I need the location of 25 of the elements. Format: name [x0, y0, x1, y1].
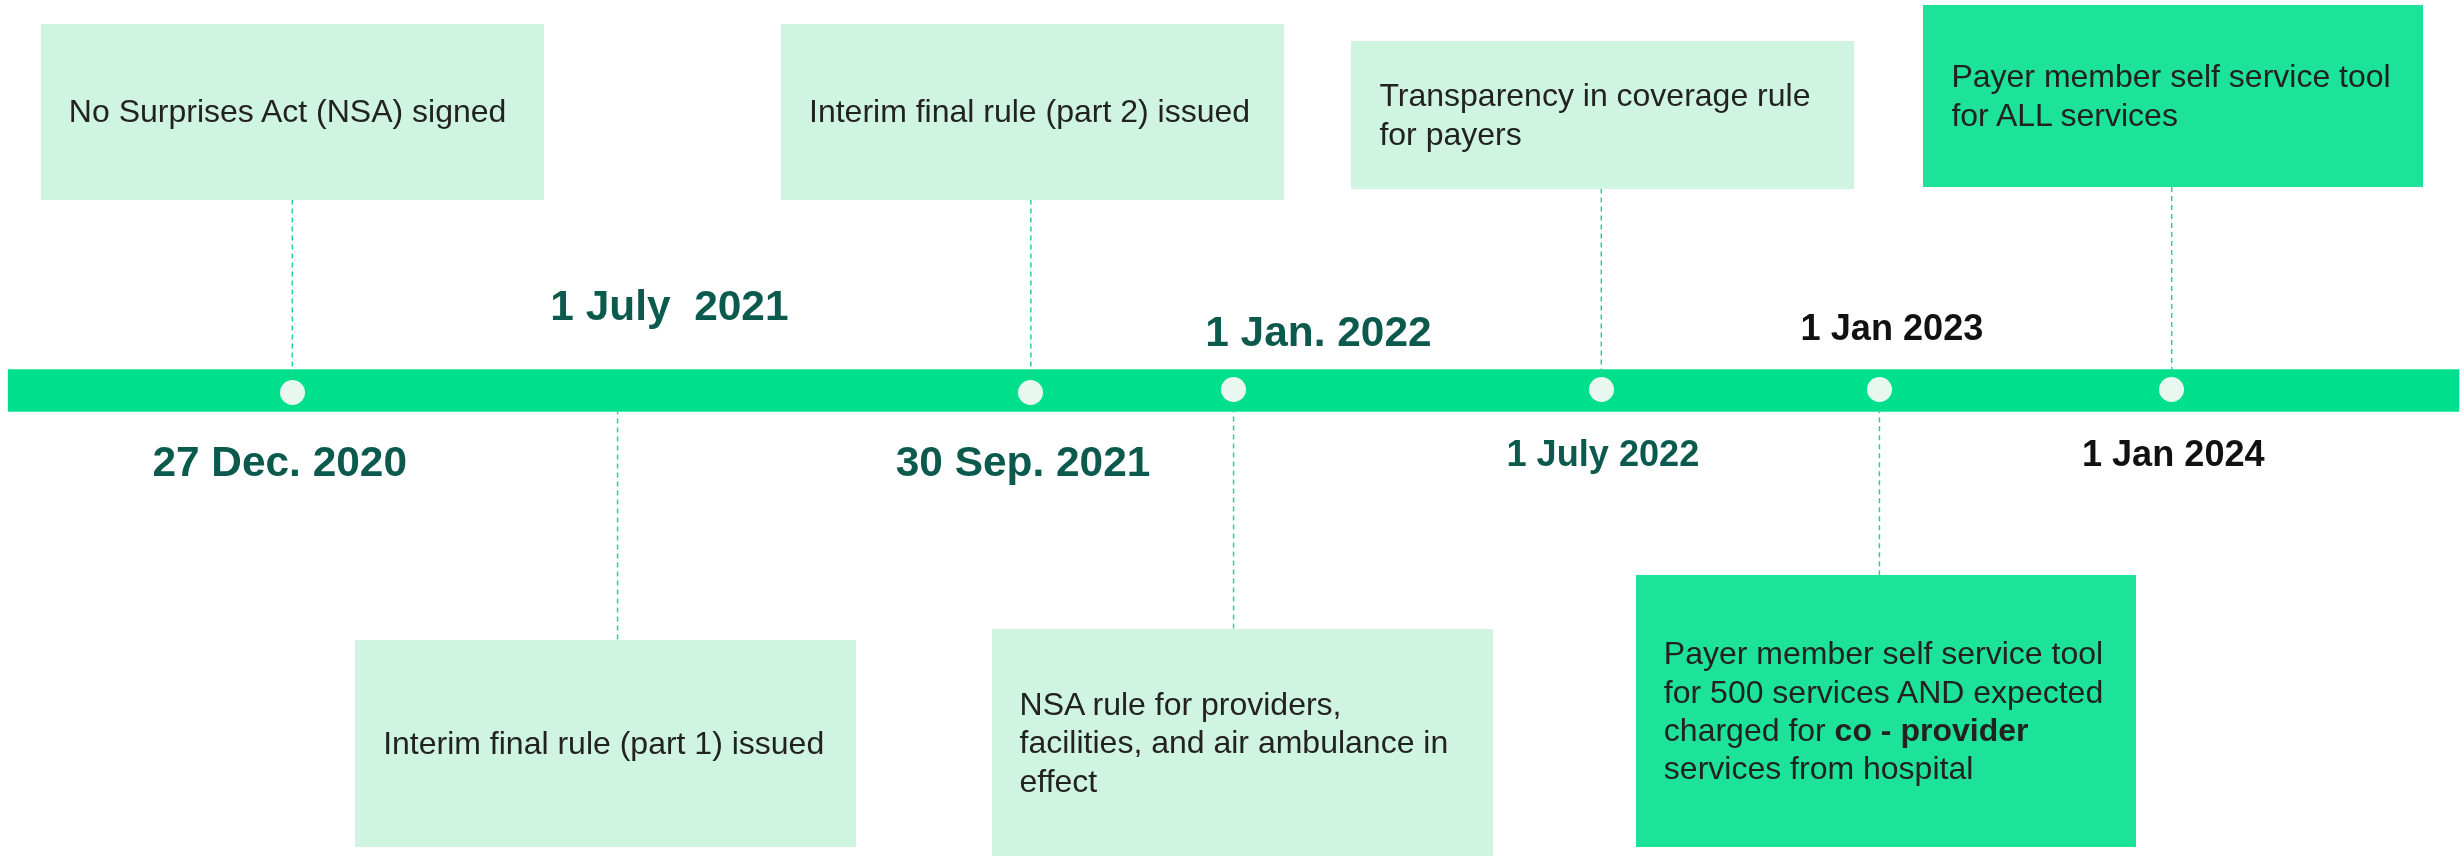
- event-box: [1351, 40, 1855, 189]
- date-label: 1 July 2021: [550, 282, 789, 331]
- event-text: Payer member self service tool for 500 services AND expected charged for co - provider services from hospital: [1663, 634, 2105, 788]
- date-label: 30 Sep. 2021: [895, 438, 1151, 486]
- date-label: 1 July 2022: [1506, 433, 1700, 476]
- event-text: Transparency in coverage rule for payers: [1379, 76, 1812, 154]
- event-text: NSA rule for providers, facilities, and air ambulance in effect: [1019, 684, 1450, 801]
- event-box: [40, 23, 544, 200]
- leader-line: [2170, 186, 2173, 378]
- event-box: [1923, 4, 2424, 187]
- date-label: 1 Jan. 2022: [1205, 307, 1432, 356]
- event-text: Interim final rule (part 2) issued: [809, 92, 1251, 131]
- date-label: 27 Dec. 2020: [152, 438, 408, 486]
- leader-line: [616, 410, 619, 641]
- event-text: Interim final rule (part 1) issued: [383, 724, 825, 763]
- event-text: No Surprises Act (NSA) signed: [68, 92, 507, 131]
- event-box: [781, 23, 1284, 200]
- event-box: [1635, 575, 2136, 847]
- date-label: 1 Jan 2023: [1800, 307, 1984, 350]
- event-box: [355, 639, 857, 847]
- leader-line: [1878, 401, 1881, 576]
- event-box: [991, 628, 1493, 856]
- leader-line: [1232, 401, 1235, 630]
- date-label: 1 Jan 2024: [2081, 433, 2265, 476]
- event-text: Payer member self service tool for ALL services: [1951, 57, 2392, 135]
